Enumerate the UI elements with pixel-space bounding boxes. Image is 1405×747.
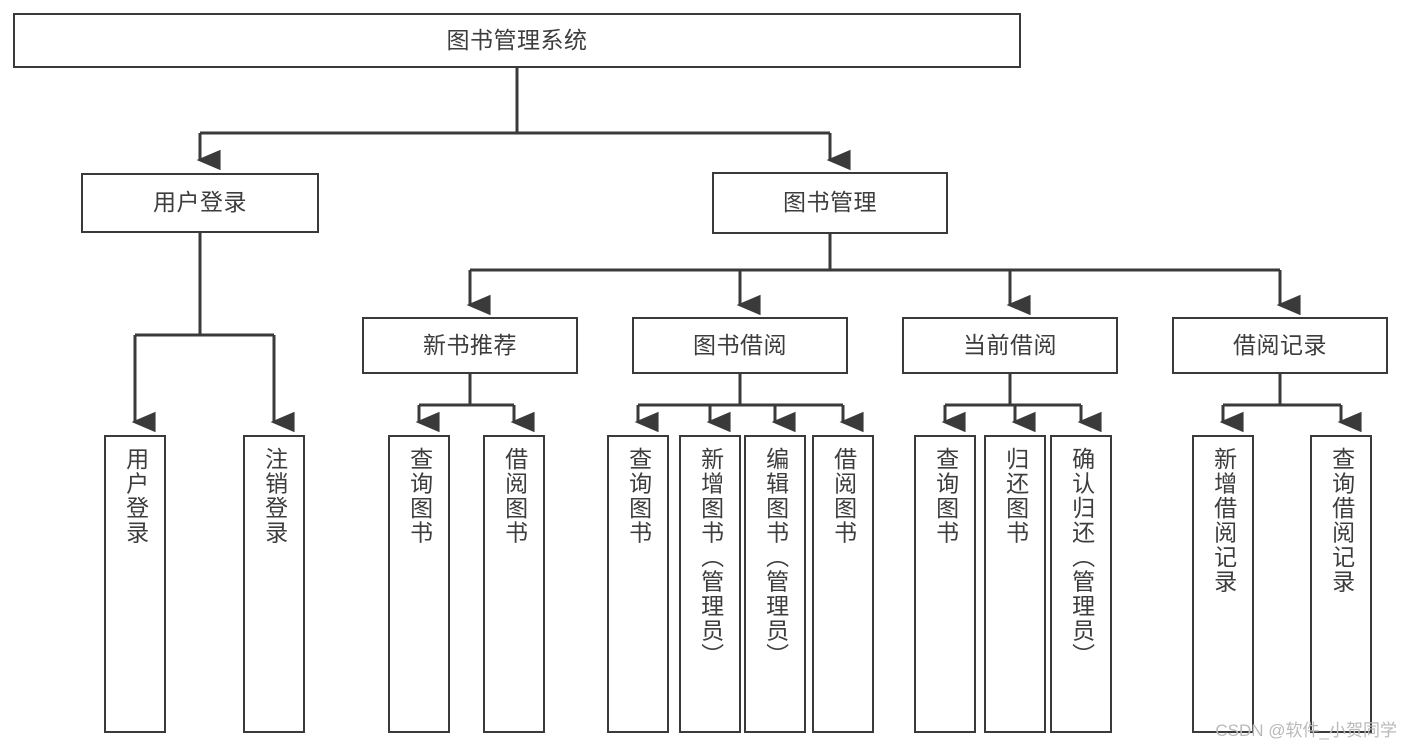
node-book-borrow-label: 图书借阅: [693, 331, 787, 358]
leaf-query-borrow-record-label: 查询借阅记录: [1328, 447, 1355, 594]
leaf-query-book-current[interactable]: 查询图书: [914, 435, 976, 733]
leaf-add-borrow-record-label: 新增借阅记录: [1210, 447, 1237, 594]
leaf-query-book-borrow[interactable]: 查询图书: [607, 435, 669, 733]
leaf-query-book-newbook-label: 查询图书: [406, 447, 433, 545]
leaf-logout-label: 注销登录: [261, 447, 288, 545]
node-new-book-recommend-label: 新书推荐: [423, 331, 517, 358]
leaf-logout[interactable]: 注销登录: [243, 435, 305, 733]
leaf-borrow-book-newbook-label: 借阅图书: [501, 447, 528, 545]
leaf-add-book-admin[interactable]: 新增图书（管理员）: [679, 435, 741, 733]
node-book-borrow[interactable]: 图书借阅: [632, 317, 848, 374]
node-borrow-record[interactable]: 借阅记录: [1172, 317, 1388, 374]
node-new-book-recommend[interactable]: 新书推荐: [362, 317, 578, 374]
node-borrow-record-label: 借阅记录: [1233, 331, 1327, 358]
leaf-edit-book-admin[interactable]: 编辑图书（管理员）: [744, 435, 806, 733]
leaf-user-login[interactable]: 用户登录: [104, 435, 166, 733]
node-current-borrow-label: 当前借阅: [963, 331, 1057, 358]
node-user-login-label: 用户登录: [153, 189, 247, 216]
leaf-user-login-label: 用户登录: [122, 447, 149, 545]
leaf-borrow-book[interactable]: 借阅图书: [812, 435, 874, 733]
leaf-query-book-borrow-label: 查询图书: [625, 447, 652, 545]
leaf-confirm-return-admin[interactable]: 确认归还（管理员）: [1050, 435, 1112, 733]
node-root-label: 图书管理系统: [446, 26, 588, 53]
leaf-confirm-return-admin-label: 确认归还（管理员）: [1068, 447, 1095, 668]
node-book-management[interactable]: 图书管理: [712, 172, 948, 234]
node-user-login[interactable]: 用户登录: [81, 173, 319, 233]
node-current-borrow[interactable]: 当前借阅: [902, 317, 1118, 374]
leaf-return-book[interactable]: 归还图书: [984, 435, 1046, 733]
leaf-add-borrow-record[interactable]: 新增借阅记录: [1192, 435, 1254, 733]
leaf-return-book-label: 归还图书: [1002, 447, 1029, 545]
leaf-borrow-book-label: 借阅图书: [830, 447, 857, 545]
leaf-add-book-admin-label: 新增图书（管理员）: [697, 447, 724, 668]
leaf-query-borrow-record[interactable]: 查询借阅记录: [1310, 435, 1372, 733]
leaf-borrow-book-newbook[interactable]: 借阅图书: [483, 435, 545, 733]
leaf-query-book-current-label: 查询图书: [932, 447, 959, 545]
node-root[interactable]: 图书管理系统: [13, 13, 1021, 68]
leaf-query-book-newbook[interactable]: 查询图书: [388, 435, 450, 733]
csdn-watermark: CSDN @软件_小贺同学: [1215, 721, 1397, 740]
leaf-edit-book-admin-label: 编辑图书（管理员）: [762, 447, 789, 668]
node-book-management-label: 图书管理: [783, 189, 877, 216]
